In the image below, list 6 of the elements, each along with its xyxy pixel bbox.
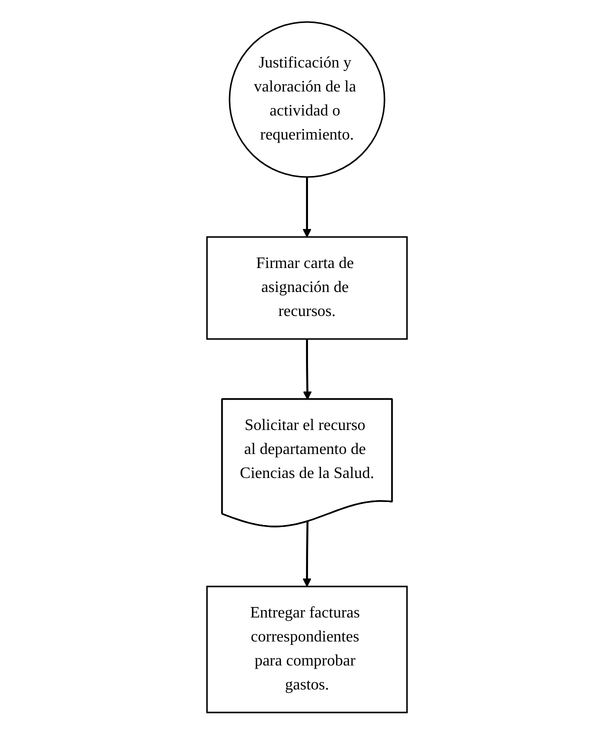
arrow xyxy=(302,176,311,238)
node-circle: Justificación y valoración de la actividad o requerimiento. xyxy=(228,21,385,178)
arrow xyxy=(302,338,312,400)
node-box: Firmar carta de asignación de recursos. xyxy=(206,236,408,340)
arrow xyxy=(302,521,311,587)
node-box: Entregar facturas correspondientes para comprobar gastos. xyxy=(206,585,408,713)
